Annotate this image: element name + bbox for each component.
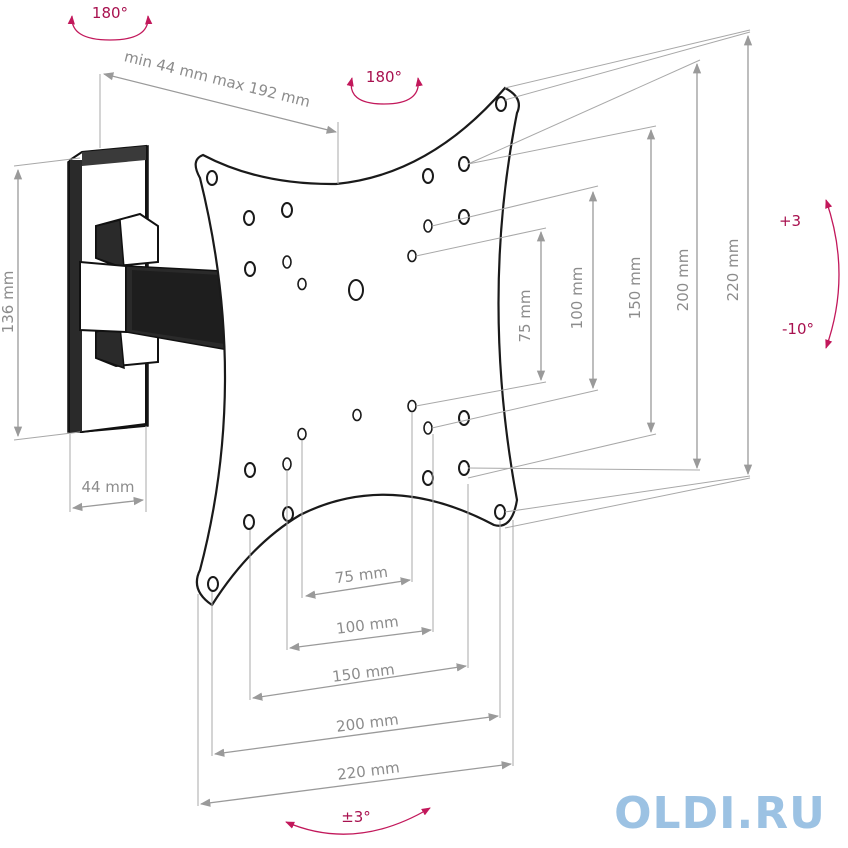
swing-arm bbox=[79, 212, 241, 370]
label-tilt-up: +3 bbox=[779, 212, 801, 230]
label-horiz-75: 75 mm bbox=[334, 563, 389, 587]
label-vert-200: 200 mm bbox=[674, 249, 692, 312]
label-vert-220: 220 mm bbox=[724, 239, 742, 302]
label-horiz-100: 100 mm bbox=[335, 612, 399, 637]
label-vert-100: 100 mm bbox=[568, 267, 586, 330]
watermark: OLDI.RU bbox=[614, 788, 826, 839]
rotation-indicators: 180° 180° +3 -10° ±3° bbox=[67, 4, 840, 835]
label-horiz-200: 200 mm bbox=[335, 710, 399, 735]
label-vert-150: 150 mm bbox=[626, 257, 644, 320]
label-bracket-width: 44 mm bbox=[81, 478, 134, 496]
label-rotation-arm: 180° bbox=[366, 68, 402, 86]
vertical-dimensions: 75 mm 100 mm 150 mm 200 mm 220 mm bbox=[415, 29, 753, 529]
label-tilt-down: -10° bbox=[782, 320, 814, 338]
label-extension: min 44 mm max 192 mm bbox=[122, 47, 312, 111]
vesa-plate bbox=[194, 86, 520, 607]
label-vert-75: 75 mm bbox=[516, 289, 534, 342]
label-bracket-height: 136 mm bbox=[0, 271, 17, 334]
label-swivel: ±3° bbox=[341, 808, 371, 826]
label-horiz-150: 150 mm bbox=[331, 660, 395, 685]
label-rotation-wall: 180° bbox=[92, 4, 128, 22]
mount-holes bbox=[206, 96, 507, 592]
